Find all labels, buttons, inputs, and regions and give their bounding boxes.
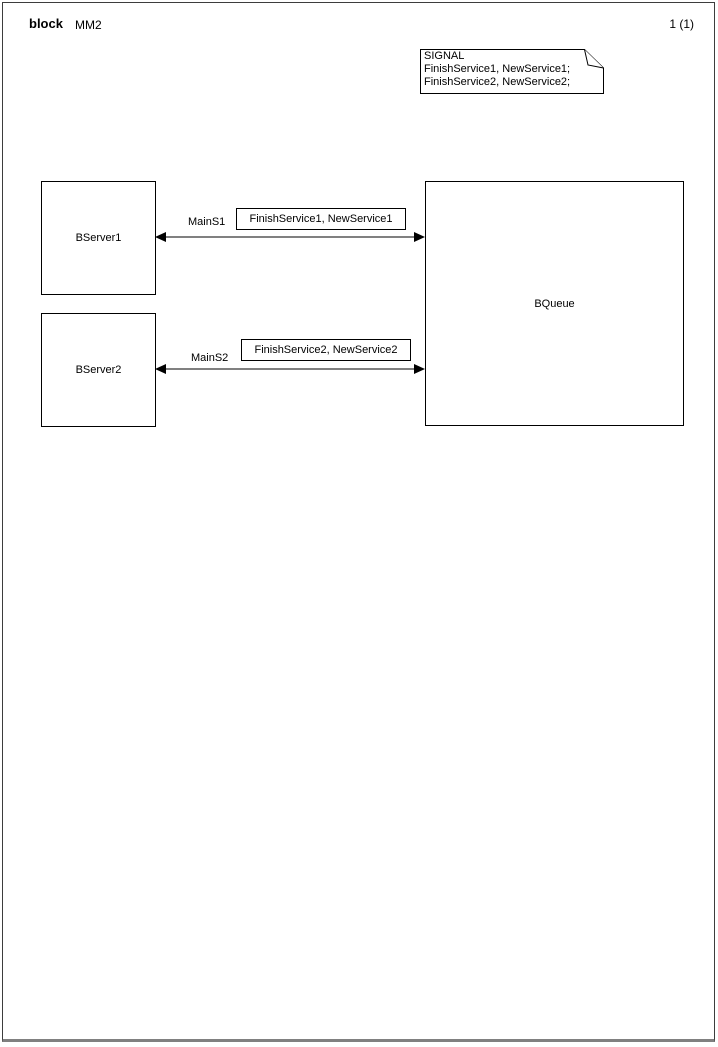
- channel-mains2-signal-list[interactable]: FinishService2, NewService2: [241, 339, 411, 361]
- diagram-name: MM2: [75, 18, 102, 32]
- channel-mains2-arrowhead-left-icon: [155, 364, 166, 374]
- signal-declaration-note[interactable]: SIGNAL FinishService1, NewService1; Fini…: [420, 49, 604, 94]
- signal-note-line: FinishService2, NewService2;: [424, 76, 571, 88]
- channel-mains1-name[interactable]: MainS1: [188, 216, 226, 228]
- note-outline-icon: [420, 49, 604, 94]
- signal-note-line: FinishService1, NewService1;: [424, 63, 571, 75]
- channel-mains1-signal-list[interactable]: FinishService1, NewService1: [236, 208, 406, 230]
- block-bqueue[interactable]: BQueue: [425, 181, 684, 426]
- block-bserver1[interactable]: BServer1: [41, 181, 156, 295]
- diagram-kind-label: block: [29, 16, 63, 31]
- channel-mains2-name[interactable]: MainS2: [191, 352, 229, 364]
- block-label: BServer1: [75, 232, 122, 244]
- block-label: BQueue: [534, 297, 575, 310]
- channel-mains1-line[interactable]: [159, 236, 421, 238]
- page-number: 1 (1): [669, 17, 694, 31]
- block-label: BServer2: [75, 364, 122, 376]
- channel-mains2-arrowhead-right-icon: [414, 364, 425, 374]
- channel-mains2-line[interactable]: [159, 368, 421, 370]
- signal-list-text: FinishService2, NewService2: [254, 344, 398, 356]
- block-bserver2[interactable]: BServer2: [41, 313, 156, 427]
- signal-note-text: SIGNAL FinishService1, NewService1; Fini…: [424, 50, 570, 89]
- signal-note-line: SIGNAL: [424, 50, 465, 62]
- channel-mains1-arrowhead-right-icon: [414, 232, 425, 242]
- channel-mains1-arrowhead-left-icon: [155, 232, 166, 242]
- signal-list-text: FinishService1, NewService1: [249, 213, 393, 225]
